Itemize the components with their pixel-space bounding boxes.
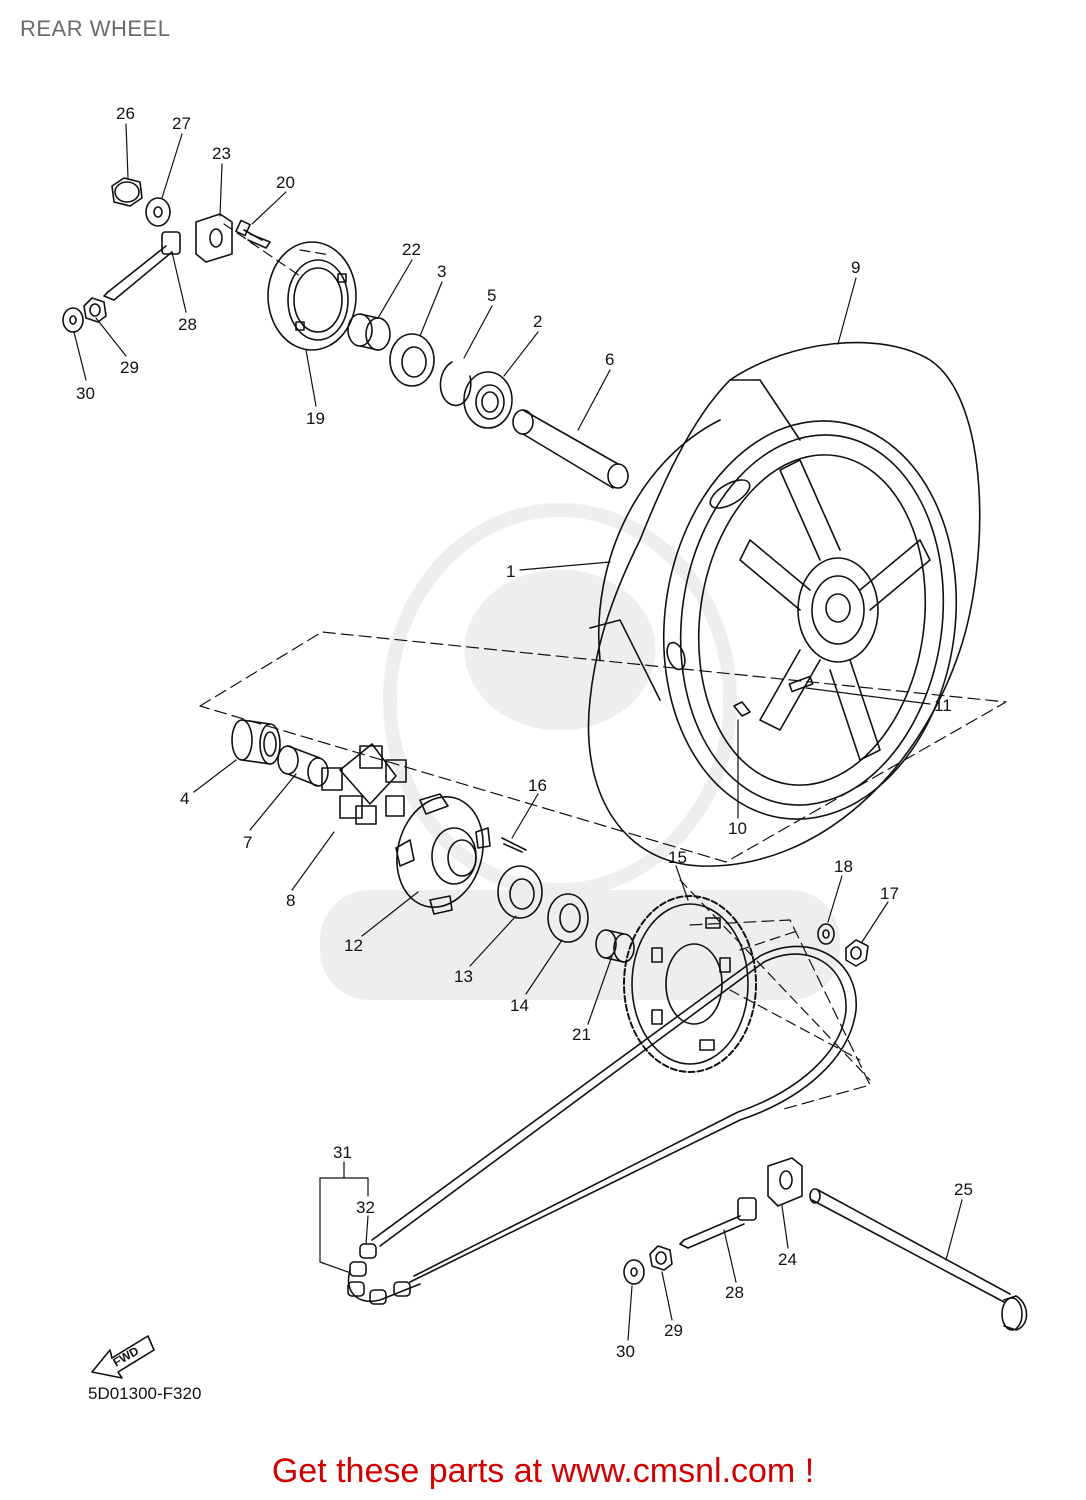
callout-14: 14 [510, 996, 529, 1015]
bearing-part-13 [497, 865, 543, 919]
callout-24: 24 [778, 1250, 797, 1269]
callout-15: 15 [668, 848, 687, 867]
callout-2: 2 [533, 312, 542, 331]
oil-seal-part-14 [547, 893, 589, 943]
balance-weight-part-11 [788, 675, 814, 693]
footer-link-banner[interactable]: Get these parts at www.cmsnl.com ! [271, 1452, 815, 1490]
nut-part-29-top [83, 297, 107, 323]
fwd-label: FWD [110, 1344, 141, 1370]
bolt-part-28-bottom [679, 1197, 757, 1249]
nut-part-29-bottom [649, 1245, 673, 1271]
callout-28-bottom: 28 [725, 1283, 744, 1302]
callout-30-top: 30 [76, 384, 95, 403]
callout-31: 31 [333, 1143, 352, 1162]
page-title: REAR WHEEL [20, 16, 171, 41]
bearing-part-2 [463, 371, 513, 429]
callout-28-top: 28 [178, 315, 197, 334]
washer-part-18 [817, 923, 835, 945]
brake-disc-part-19 [267, 241, 357, 351]
collar-part-22 [347, 313, 391, 351]
callout-23: 23 [212, 144, 231, 163]
adjuster-plate-part-23 [195, 213, 233, 263]
callout-numbers: 26 27 23 20 22 3 5 2 6 9 28 29 30 19 1 1… [76, 104, 973, 1370]
oil-seal-part-3 [389, 333, 435, 387]
fwd-arrow-icon [91, 1335, 155, 1379]
stud-bolt-part-16 [501, 837, 527, 853]
callout-7: 7 [243, 833, 252, 852]
leader-lines [73, 123, 963, 1341]
sprocket-assembly-boundary [689, 919, 871, 1111]
callout-8: 8 [286, 891, 295, 910]
hub-assembly-boundary [199, 631, 1007, 863]
chain-joint-part-32 [347, 1243, 411, 1305]
callout-29-bottom: 29 [664, 1321, 683, 1340]
callout-22: 22 [402, 240, 421, 259]
collar-part-21 [595, 929, 635, 963]
callout-1: 1 [506, 562, 515, 581]
callout-12: 12 [344, 936, 363, 955]
rear-sprocket-part-15 [623, 895, 757, 1073]
callout-10: 10 [728, 819, 747, 838]
spacer-part-7 [277, 745, 329, 787]
spacer-tube-part-6 [512, 409, 629, 489]
washer-part-27 [145, 197, 171, 227]
callout-29-top: 29 [120, 358, 139, 377]
diagram-code: 5D01300-F320 [88, 1384, 202, 1403]
bolt-part-20 [235, 219, 271, 249]
rear-wheel-part-1 [587, 341, 981, 867]
callout-6: 6 [605, 350, 614, 369]
bearing-part-4 [231, 719, 281, 765]
nut-part-17 [845, 939, 869, 967]
callout-16: 16 [528, 776, 547, 795]
callout-9: 9 [851, 258, 860, 277]
callout-5: 5 [487, 286, 496, 305]
clutch-hub-part-12 [395, 793, 491, 915]
nut-part-26 [111, 177, 143, 207]
callout-30-bottom: 30 [616, 1342, 635, 1361]
damper-set-part-8 [321, 743, 407, 825]
callout-17: 17 [880, 884, 899, 903]
washer-part-30-top [62, 307, 84, 333]
callout-20: 20 [276, 173, 295, 192]
washer-part-30-bottom [623, 1259, 645, 1285]
callout-18: 18 [834, 857, 853, 876]
circlip-part-5 [439, 361, 472, 407]
callout-4: 4 [180, 789, 189, 808]
callout-21: 21 [572, 1025, 591, 1044]
callout-32: 32 [356, 1198, 375, 1217]
valve-part-10 [733, 701, 751, 717]
callout-26: 26 [116, 104, 135, 123]
callout-3: 3 [437, 262, 446, 281]
adjuster-plate-part-24 [767, 1157, 803, 1207]
callout-13: 13 [454, 967, 473, 986]
callout-27: 27 [172, 114, 191, 133]
callout-19: 19 [306, 409, 325, 428]
rear-axle-part-25 [809, 1188, 1028, 1331]
callout-11: 11 [934, 696, 952, 715]
watermark-logo [320, 503, 840, 1000]
callout-25: 25 [954, 1180, 973, 1199]
bolt-part-28-top [103, 231, 181, 301]
